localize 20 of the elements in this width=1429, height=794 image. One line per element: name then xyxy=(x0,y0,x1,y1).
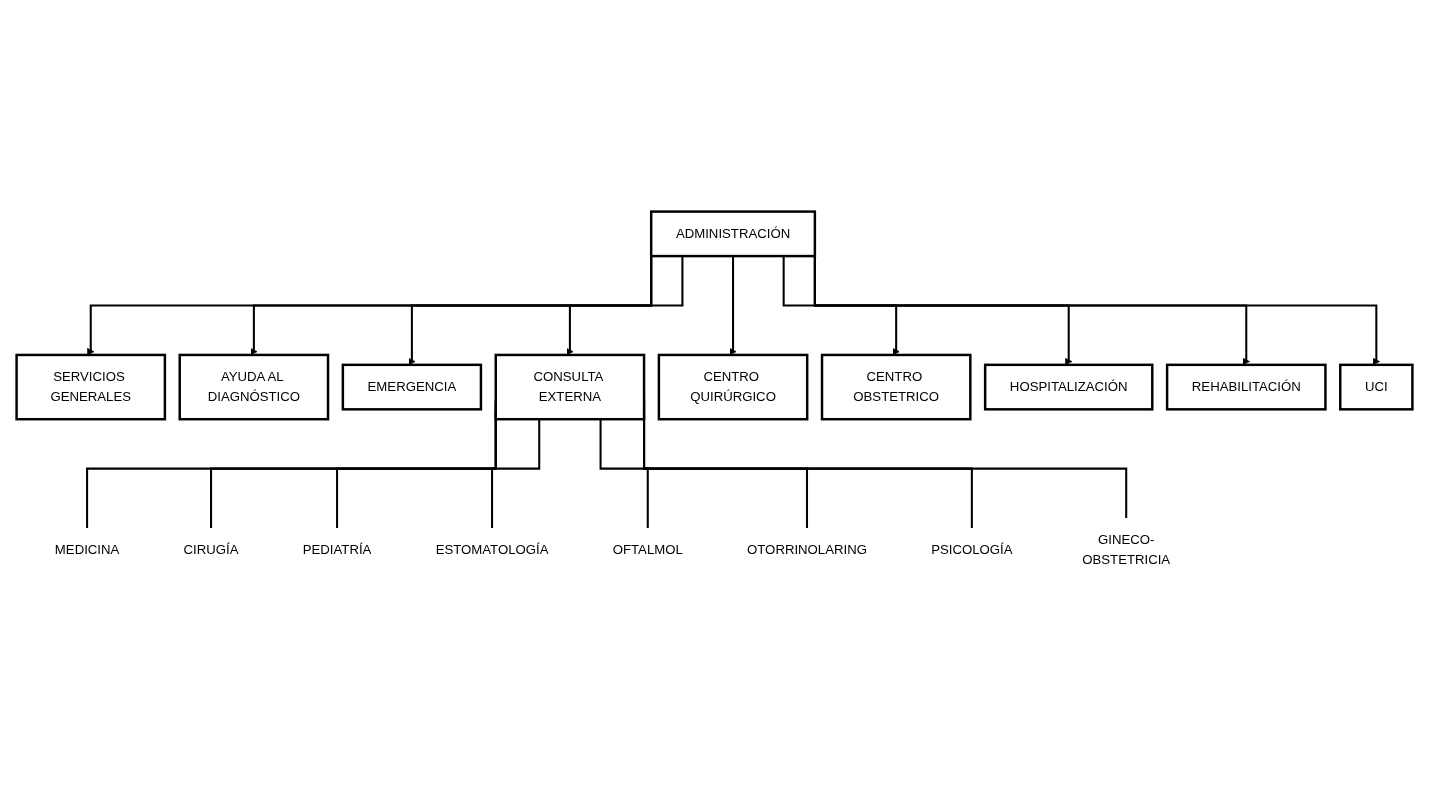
node-text: OTORRINOLARING xyxy=(747,542,867,557)
node-text: PEDIATRÍA xyxy=(302,542,372,557)
node-text: OFTALMOL xyxy=(612,542,683,557)
connector xyxy=(491,419,541,530)
node-text: GINECO-OBSTETRICIA xyxy=(1082,532,1171,567)
node-box: HOSPITALIZACIÓN xyxy=(983,363,1154,411)
node-box: CENTRO OBSTETRICO xyxy=(820,353,972,421)
node-box: AYUDA AL DIAGNÓSTICO xyxy=(178,353,330,421)
node-box: EMERGENCIA xyxy=(341,363,483,411)
node-text: ESTOMATOLOGÍA xyxy=(435,542,549,557)
node-box: REHABILITACIÓN xyxy=(1165,363,1327,411)
node-box: CONSULTA EXTERNA xyxy=(494,353,646,421)
connector xyxy=(599,419,649,530)
node-text: CIRUGÍA xyxy=(183,542,239,557)
node-text: MEDICINA xyxy=(54,542,120,557)
node-box: SERVICIOS GENERALES xyxy=(15,353,167,421)
node-text: PSICOLOGÍA xyxy=(931,542,1013,557)
node-box: ADMINISTRACIÓN xyxy=(649,210,817,258)
node-box: UCI xyxy=(1339,363,1414,411)
node-box: CENTRO QUIRÚRGICO xyxy=(657,353,809,421)
